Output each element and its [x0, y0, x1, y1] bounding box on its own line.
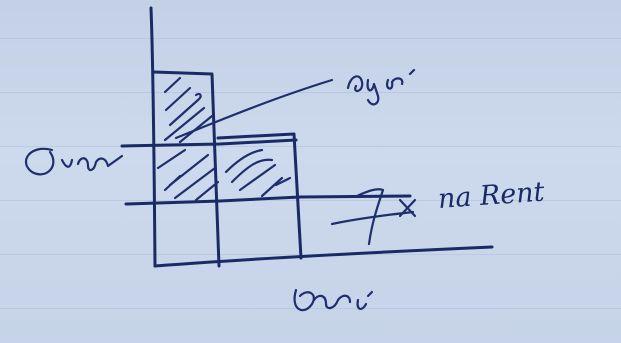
- bar-column-1: [152, 70, 221, 268]
- hatch-area-right: [224, 148, 292, 198]
- ruled-line: [0, 308, 621, 309]
- seven-mark: [355, 188, 385, 246]
- ruled-line: [0, 200, 621, 201]
- cross-mark: [398, 198, 417, 218]
- left-scribble-label: [25, 147, 124, 176]
- pointer-line-top: [174, 78, 334, 140]
- hatch-area-top: [163, 76, 214, 144]
- hatch-area-middle: [156, 148, 220, 202]
- pointer-line-right: [330, 210, 415, 226]
- top-scribble-label: [346, 68, 416, 106]
- bar-column-2: [216, 132, 303, 260]
- bottom-scribble-label: [293, 288, 374, 312]
- x-axis: [153, 245, 494, 268]
- division-line-lower: [124, 194, 412, 206]
- ruled-line: [0, 38, 621, 39]
- y-axis: [149, 6, 157, 268]
- division-line-middle: [120, 138, 298, 148]
- ruled-line: [0, 92, 621, 93]
- ruled-line: [0, 146, 621, 147]
